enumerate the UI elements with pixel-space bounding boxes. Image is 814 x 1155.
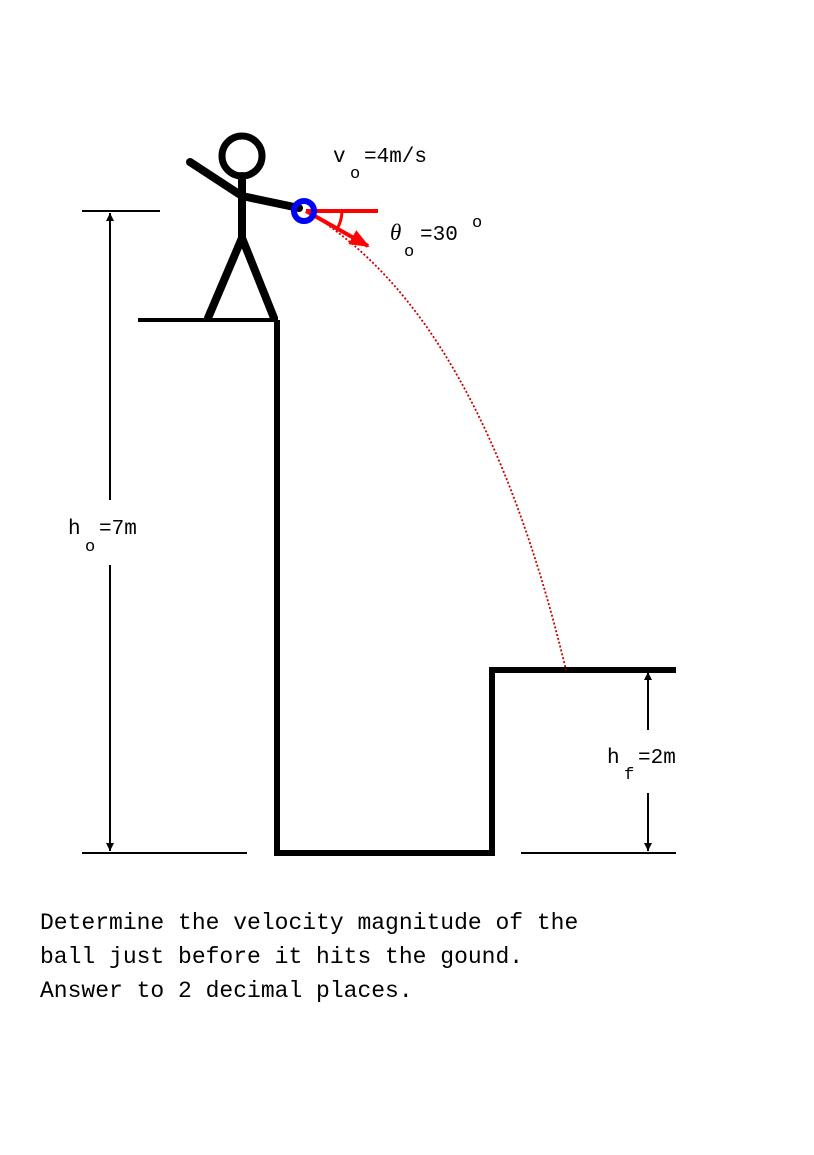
initial-height-subscript: o — [85, 538, 95, 557]
question-line: ball just before it hits the gound. — [40, 944, 524, 970]
question-text: Determine the velocity magnitude of the … — [40, 906, 780, 1008]
final-height-value: =2m — [638, 747, 676, 770]
launch-angle-label: θ o =30 o — [390, 214, 482, 262]
initial-velocity-symbol: v — [333, 146, 346, 169]
figure-right-leg — [238, 234, 278, 322]
stick-figure — [186, 132, 303, 322]
launch-angle-arc — [335, 210, 344, 230]
initial-velocity-value: =4m/s — [364, 146, 427, 169]
launch-angle-value: =30 — [420, 224, 458, 247]
initial-velocity-label: v o =4m/s — [333, 146, 427, 184]
degree-symbol: o — [472, 214, 482, 233]
question-line: Answer to 2 decimal places. — [40, 978, 413, 1004]
initial-height-value: =7m — [99, 518, 137, 541]
initial-velocity-subscript: o — [350, 165, 360, 184]
launch-angle-symbol: θ — [390, 220, 401, 245]
initial-height-label: h o =7m — [68, 518, 137, 557]
ground-profile — [274, 320, 676, 856]
figure-throwing-arm — [238, 192, 303, 212]
figure-raised-arm — [186, 158, 246, 200]
initial-height-symbol: h — [68, 518, 81, 541]
ball — [291, 198, 317, 224]
question-line: Determine the velocity magnitude of the — [40, 910, 579, 936]
figure-left-leg — [204, 234, 246, 322]
final-height-label: h f =2m — [607, 747, 676, 785]
figure-head — [218, 132, 266, 180]
launch-angle-subscript: o — [404, 243, 414, 262]
final-height-symbol: h — [607, 747, 620, 770]
launch-vectors — [305, 209, 378, 248]
ball-trajectory — [305, 210, 567, 671]
terrain — [82, 210, 676, 856]
final-height-subscript: f — [624, 766, 634, 785]
